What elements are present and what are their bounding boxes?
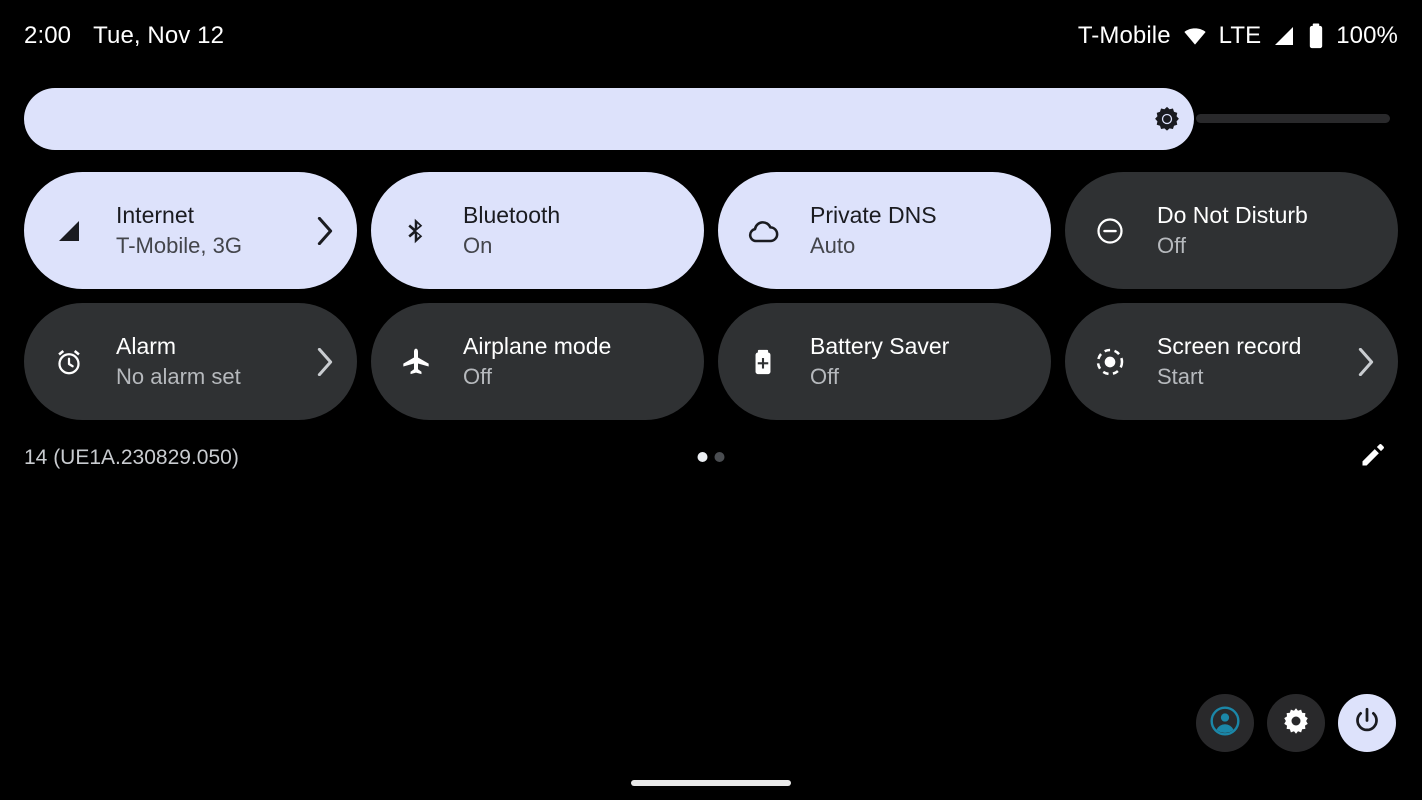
cloud-icon <box>744 212 782 250</box>
tile-airplane-mode-labels: Airplane mode Off <box>463 333 652 390</box>
tile-private-dns-title: Private DNS <box>810 202 937 228</box>
network-type-label: LTE <box>1218 22 1262 49</box>
gesture-handle[interactable] <box>631 780 791 786</box>
do-not-disturb-icon <box>1091 212 1129 250</box>
tile-do-not-disturb-title: Do Not Disturb <box>1157 202 1308 228</box>
airplane-icon <box>397 343 435 381</box>
tile-screen-record-subtitle: Start <box>1157 364 1204 389</box>
chevron-right-icon[interactable] <box>313 347 337 377</box>
quick-settings-footer: 14 (UE1A.230829.050) <box>24 438 1398 476</box>
tile-screen-record-labels: Screen record Start <box>1157 333 1346 390</box>
tile-do-not-disturb[interactable]: Do Not Disturb Off <box>1065 172 1398 289</box>
carrier-label: T-Mobile <box>1077 22 1171 49</box>
tile-do-not-disturb-labels: Do Not Disturb Off <box>1157 202 1346 259</box>
page-indicator <box>697 452 725 462</box>
tile-internet-title: Internet <box>116 202 194 228</box>
brightness-slider-track[interactable] <box>24 88 1398 150</box>
tile-internet[interactable]: Internet T-Mobile, 3G <box>24 172 357 289</box>
wifi-icon <box>1182 23 1208 49</box>
tile-airplane-mode-title: Airplane mode <box>463 333 612 359</box>
power-icon <box>1352 706 1382 741</box>
footer-action-buttons <box>1196 694 1396 752</box>
quick-settings-tile-grid: Internet T-Mobile, 3G Bluetooth On <box>24 172 1398 420</box>
battery-percent-label: 100% <box>1336 22 1398 49</box>
status-date: Tue, Nov 12 <box>93 22 225 49</box>
tile-do-not-disturb-subtitle: Off <box>1157 233 1186 258</box>
tile-battery-saver-title: Battery Saver <box>810 333 950 359</box>
gear-icon <box>1281 706 1311 741</box>
edit-tiles-button[interactable] <box>1356 440 1390 474</box>
tile-internet-subtitle: T-Mobile, 3G <box>116 233 242 258</box>
screen-record-icon <box>1091 343 1129 381</box>
tile-bluetooth-title: Bluetooth <box>463 202 561 228</box>
battery-icon <box>1307 23 1325 49</box>
chevron-right-icon[interactable] <box>313 216 337 246</box>
user-avatar-icon <box>1209 705 1241 742</box>
tile-screen-record[interactable]: Screen record Start <box>1065 303 1398 420</box>
user-switcher-button[interactable] <box>1196 694 1254 752</box>
tile-screen-record-title: Screen record <box>1157 333 1302 359</box>
page-dot-active[interactable] <box>697 452 708 462</box>
signal-cellular-icon <box>50 212 88 250</box>
brightness-slider-fill <box>24 88 1194 150</box>
tile-airplane-mode[interactable]: Airplane mode Off <box>371 303 704 420</box>
tile-alarm-title: Alarm <box>116 333 177 359</box>
tile-private-dns-subtitle: Auto <box>810 233 856 258</box>
tile-battery-saver-labels: Battery Saver Off <box>810 333 999 390</box>
status-clock: 2:00 <box>24 22 72 49</box>
power-button[interactable] <box>1338 694 1396 752</box>
status-bar: 2:00 Tue, Nov 12 T-Mobile LTE 100% <box>0 0 1422 72</box>
settings-button[interactable] <box>1267 694 1325 752</box>
tile-battery-saver-subtitle: Off <box>810 364 839 389</box>
tile-bluetooth-subtitle: On <box>463 233 493 258</box>
tile-battery-saver[interactable]: Battery Saver Off <box>718 303 1051 420</box>
status-bar-left: 2:00 Tue, Nov 12 <box>24 24 224 48</box>
status-bar-right: T-Mobile LTE 100% <box>1078 23 1398 49</box>
chevron-right-icon[interactable] <box>1354 347 1378 377</box>
pencil-icon <box>1358 440 1388 475</box>
tile-private-dns-labels: Private DNS Auto <box>810 202 999 259</box>
brightness-slider-remaining <box>1196 114 1390 123</box>
page-dot-inactive[interactable] <box>714 452 725 462</box>
tile-alarm[interactable]: Alarm No alarm set <box>24 303 357 420</box>
signal-icon <box>1272 24 1296 48</box>
brightness-slider[interactable] <box>24 88 1398 150</box>
battery-saver-icon <box>744 343 782 381</box>
build-version-label: 14 (UE1A.230829.050) <box>24 445 239 469</box>
bluetooth-icon <box>397 212 435 250</box>
tile-alarm-subtitle: No alarm set <box>116 364 241 389</box>
brightness-icon <box>1152 104 1182 134</box>
tile-bluetooth[interactable]: Bluetooth On <box>371 172 704 289</box>
alarm-clock-icon <box>50 343 88 381</box>
tile-internet-labels: Internet T-Mobile, 3G <box>116 202 305 259</box>
tile-private-dns[interactable]: Private DNS Auto <box>718 172 1051 289</box>
tile-bluetooth-labels: Bluetooth On <box>463 202 652 259</box>
tile-airplane-mode-subtitle: Off <box>463 364 492 389</box>
tile-alarm-labels: Alarm No alarm set <box>116 333 305 390</box>
